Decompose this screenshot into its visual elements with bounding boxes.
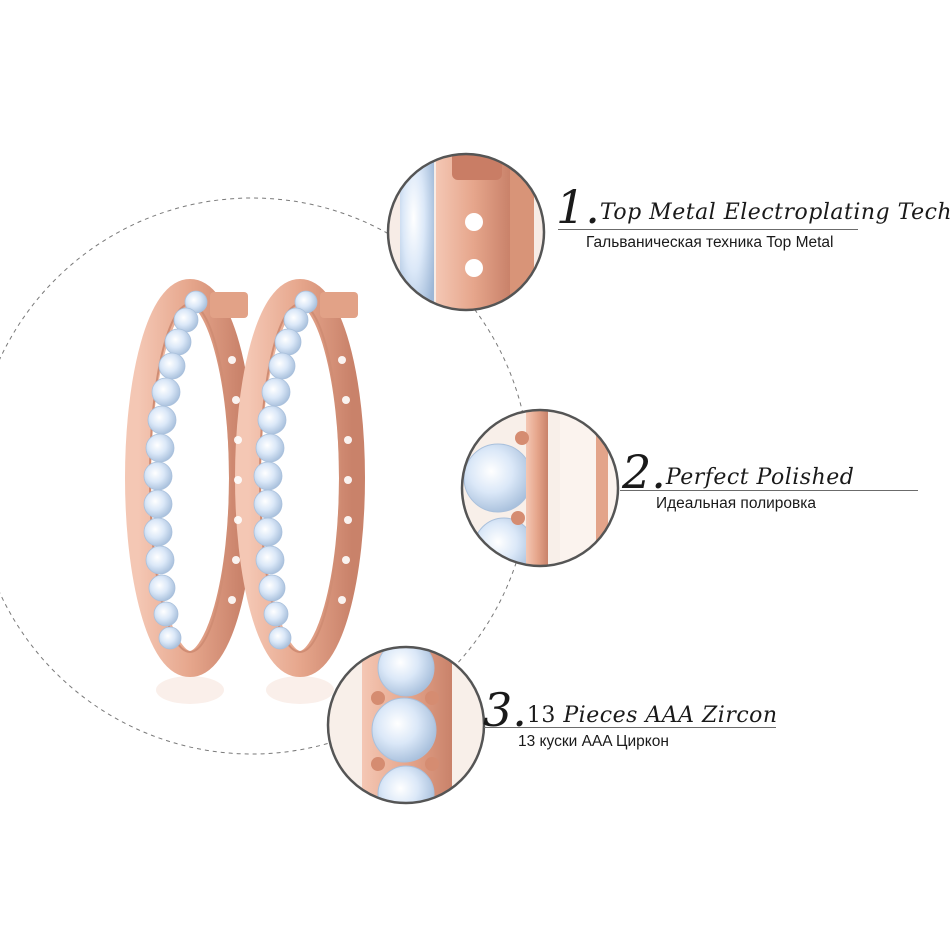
feature-2-rule — [620, 490, 918, 491]
feature-3-number: 3. — [483, 683, 527, 737]
heart-cutouts — [228, 356, 352, 604]
feature-3-rule — [484, 727, 776, 728]
feature-3-count: 13 — [526, 703, 556, 728]
feature-3-title-text: Pieces AAA Zircon — [555, 703, 778, 728]
left-earring-stones — [143, 290, 208, 650]
feature-2-subtitle: Идеальная полировка — [656, 495, 817, 512]
detail-circle-zircon — [328, 647, 484, 803]
feature-3-title: 3.13 Pieces AAA Zircon — [483, 683, 778, 737]
feature-1-subtitle: Гальваническая техника Top Metal — [586, 234, 834, 251]
detail-circle-metal — [388, 154, 544, 310]
earring-reflection — [156, 676, 334, 704]
feature-1-number: 1. — [556, 180, 600, 234]
right-earring-stones — [253, 290, 318, 650]
feature-1-rule — [558, 229, 858, 230]
feature-3-subtitle: 13 куски AAA Циркон — [518, 733, 669, 750]
detail-circle-polish — [462, 410, 618, 566]
feature-2-title-text: Perfect Polished — [665, 465, 855, 490]
feature-1-title-text: Top Metal Electroplating Techniq — [599, 200, 950, 225]
feature-1-title: 1.Top Metal Electroplating Techniq — [556, 180, 950, 234]
